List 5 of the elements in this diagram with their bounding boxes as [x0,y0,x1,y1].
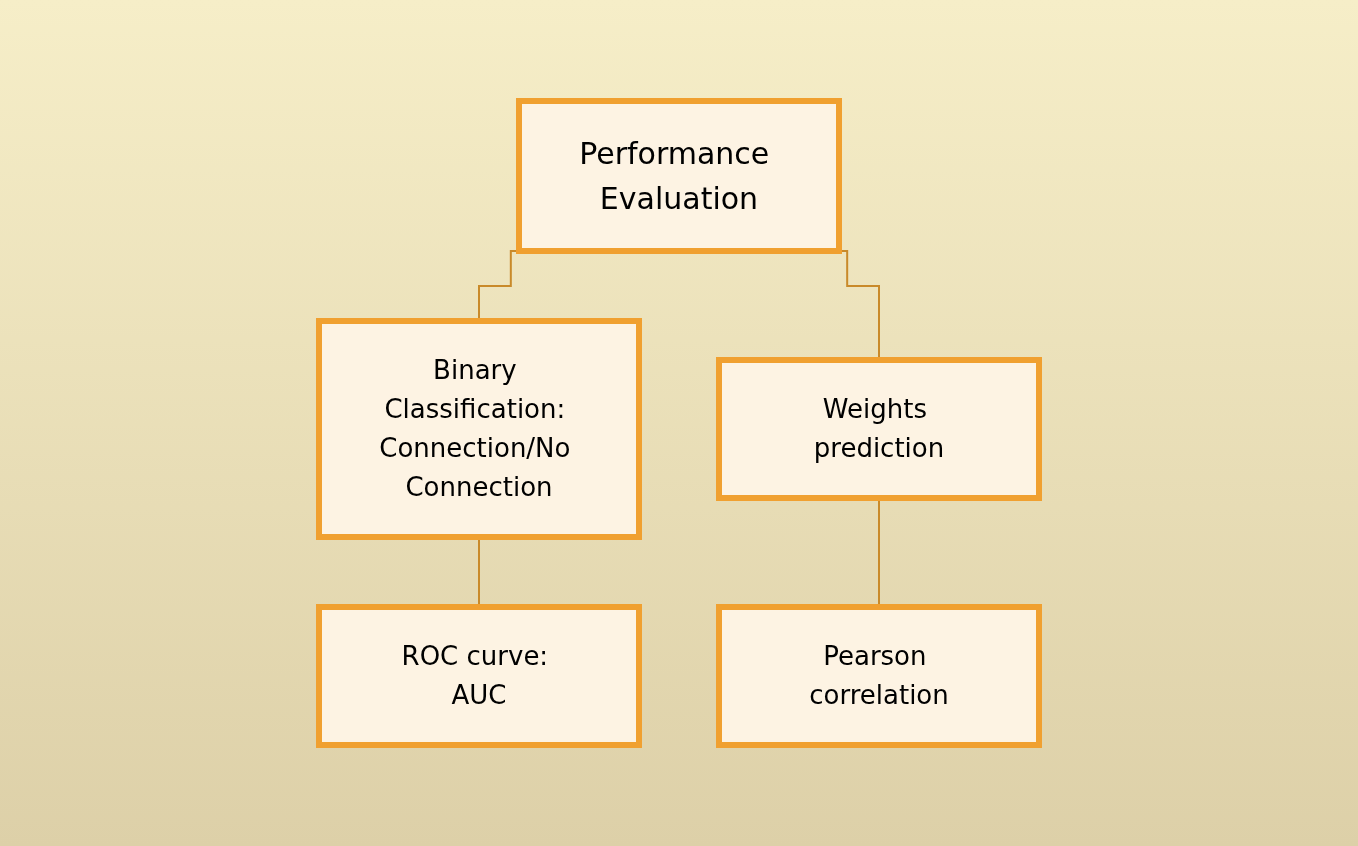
node-box: ROC curve: AUC [316,604,642,748]
node-box: Performance Evaluation [516,98,842,254]
node-box: Pearson correlation [716,604,1042,748]
node-box: Weights prediction [716,357,1042,501]
node-box: Binary Classification: Connection/No Connection [316,318,642,540]
